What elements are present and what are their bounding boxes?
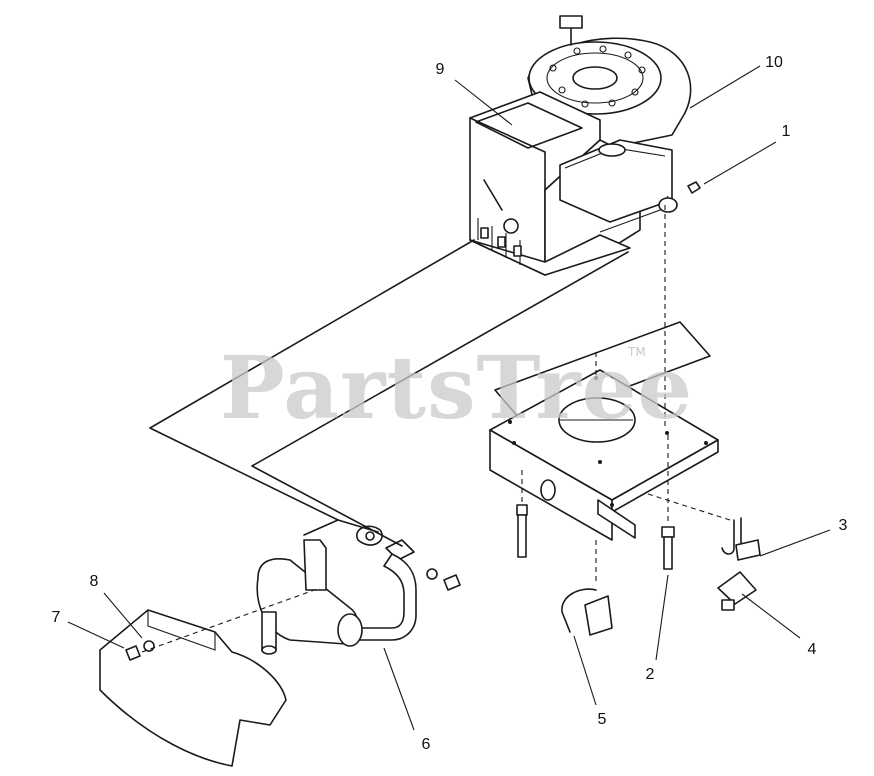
callout-6[interactable]: 6	[422, 736, 431, 753]
watermark-text: PartsTree	[220, 338, 693, 439]
mounting-platform	[489, 205, 731, 585]
callout-5[interactable]: 5	[598, 711, 607, 728]
callout-2[interactable]: 2	[646, 666, 655, 683]
callouts: 9 10 1 3 4 2 5 6 8 7	[52, 54, 848, 753]
callout-3[interactable]: 3	[839, 517, 848, 534]
engine-assembly	[469, 15, 692, 276]
callout-7[interactable]: 7	[52, 609, 61, 626]
watermark-trademark: TM	[627, 345, 646, 359]
callout-10[interactable]: 10	[765, 54, 783, 71]
callout-4[interactable]: 4	[808, 641, 817, 658]
fasteners	[516, 181, 761, 636]
callout-9[interactable]: 9	[436, 61, 445, 78]
assembly-connector-lines	[149, 239, 629, 547]
callout-8[interactable]: 8	[90, 573, 99, 590]
exhaust-assembly	[99, 525, 461, 767]
callout-1[interactable]: 1	[782, 123, 791, 140]
